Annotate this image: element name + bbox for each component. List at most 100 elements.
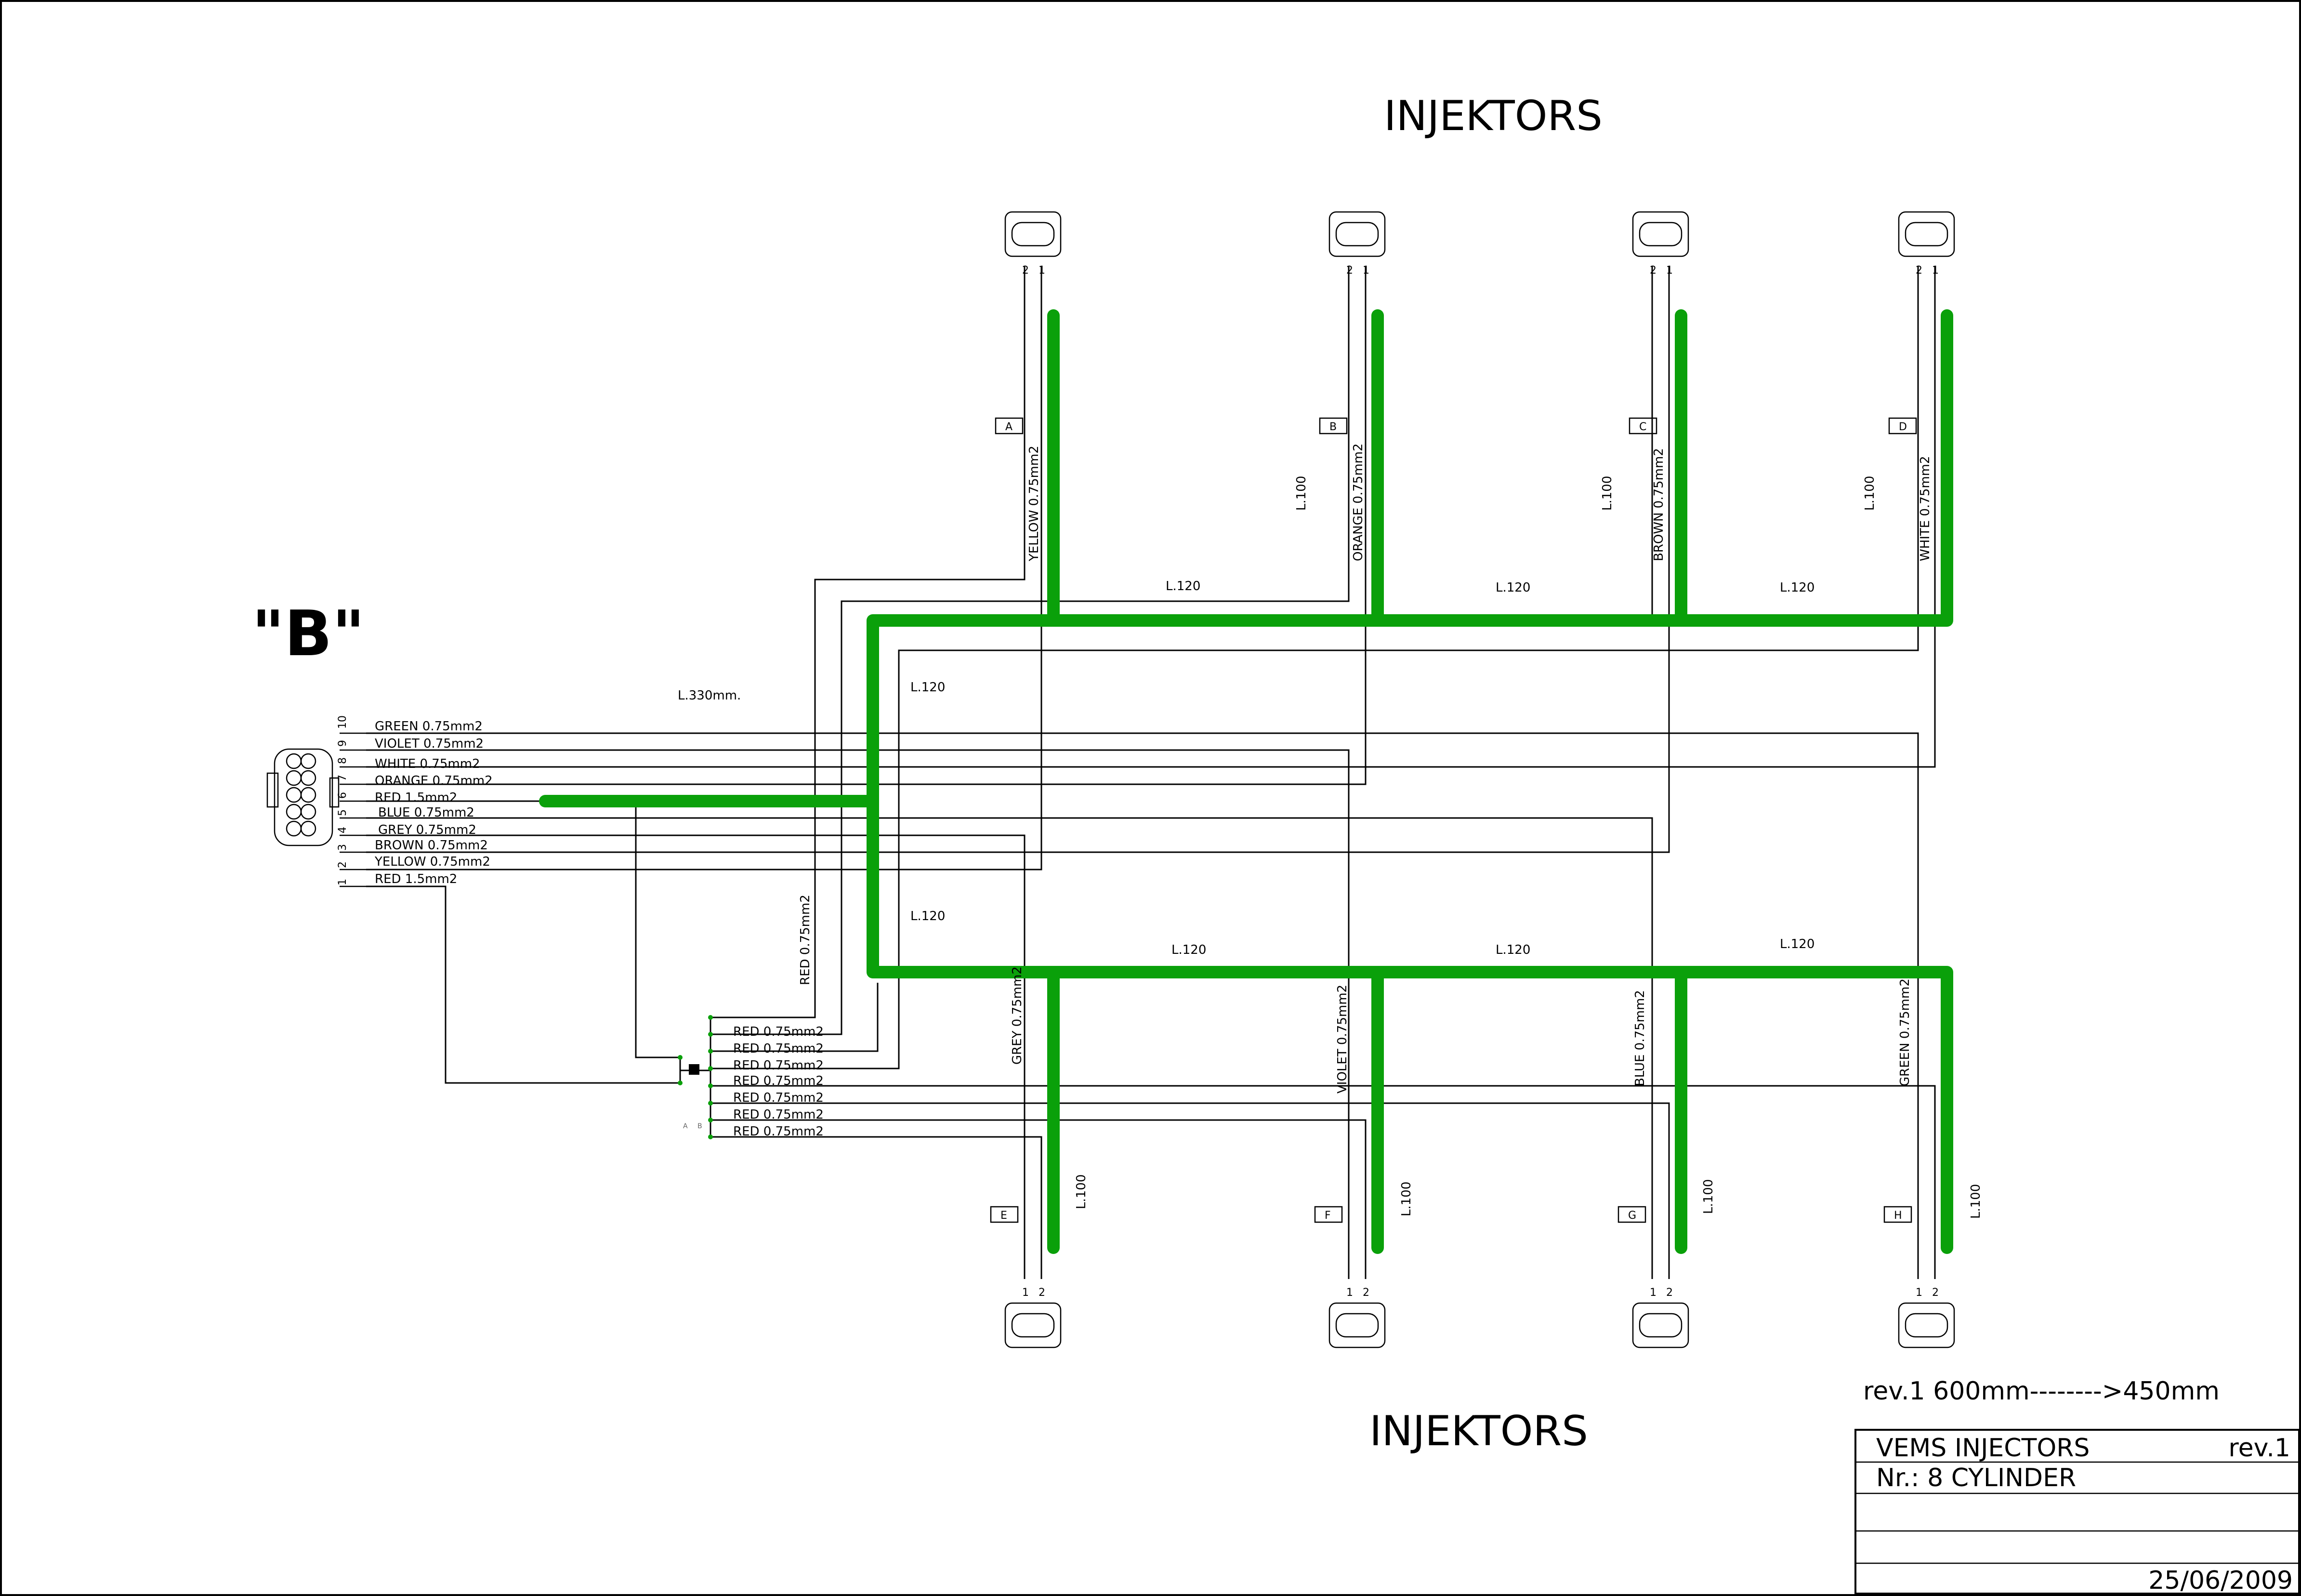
pin-number: 6 (337, 792, 349, 799)
injector-wire-label: VIOLET 0.75mm2 (1335, 985, 1350, 1094)
injector-length: L.100 (1863, 476, 1877, 511)
injector-wire-label: BLUE 0.75mm2 (1633, 990, 1647, 1086)
signal-wires (366, 266, 1936, 1279)
svg-text:1: 1 (1346, 1287, 1353, 1299)
pin-row-9: 9 VIOLET 0.75mm2 (337, 737, 484, 751)
injector-wire-label: BROWN 0.75mm2 (1652, 448, 1666, 561)
pin-number: 4 (337, 827, 349, 833)
injector-tag: D (1899, 421, 1907, 433)
splice-b-label: B (697, 1122, 702, 1130)
svg-text:L.120: L.120 (1780, 937, 1815, 951)
injector-tag: C (1639, 421, 1646, 433)
pin-number: 2 (337, 861, 349, 868)
injector-length: L.100 (1701, 1179, 1716, 1214)
injector-length: L.100 (1600, 476, 1615, 511)
pin-number: 10 (337, 715, 349, 729)
injector-h: 1 2 H GREEN 0.75mm2 L.100 (1883, 978, 1983, 1348)
svg-text:L.120: L.120 (1496, 580, 1530, 595)
svg-text:1: 1 (1039, 264, 1045, 277)
connector-title: "B" (252, 597, 365, 670)
svg-text:2: 2 (1650, 264, 1657, 277)
pin-wire-label: VIOLET 0.75mm2 (375, 737, 484, 751)
pin-wire-label: YELLOW 0.75mm2 (374, 855, 490, 869)
injector-length: L.100 (1969, 1184, 1983, 1219)
pin-number: 8 (337, 757, 349, 764)
injector-length: L.100 (1294, 476, 1309, 511)
injector-d: 2 1 D WHITE 0.75mm2 L.100 (1863, 211, 1955, 561)
svg-text:L.120: L.120 (1166, 579, 1200, 594)
pin-number: 1 (337, 879, 349, 885)
pin-row-7: 7 ORANGE 0.75mm2 (337, 774, 493, 788)
pin-number: 3 (337, 844, 349, 851)
pin-wire-label: BROWN 0.75mm2 (375, 838, 488, 853)
svg-text:1: 1 (1650, 1287, 1657, 1299)
svg-text:RED 0.75mm2: RED 0.75mm2 (733, 1058, 824, 1073)
svg-text:L.120: L.120 (1496, 943, 1530, 957)
injector-wire-label: GREY 0.75mm2 (1010, 966, 1025, 1065)
title-block-number: Nr.: 8 CYLINDER (1876, 1464, 2076, 1492)
injector-e: 1 2 E GREY 0.75mm2 L.100 (990, 966, 1089, 1348)
revision-note: rev.1 600mm-------->450mm (1863, 1377, 2220, 1406)
injector-length: L.100 (1074, 1174, 1089, 1209)
injector-tag: G (1628, 1210, 1636, 1222)
svg-text:2: 2 (1932, 1287, 1939, 1299)
injector-tag: H (1894, 1210, 1902, 1222)
pin-row-10: 10 GREEN 0.75mm2 (337, 715, 483, 734)
pin-number: 9 (337, 740, 349, 747)
svg-text:1: 1 (1916, 1287, 1922, 1299)
svg-text:L.330mm.: L.330mm. (678, 688, 741, 703)
svg-text:1: 1 (1666, 264, 1673, 277)
pin-number: 7 (337, 775, 349, 781)
injector-wire-label: WHITE 0.75mm2 (1918, 456, 1933, 561)
injector-f: 1 2 F VIOLET 0.75mm2 L.100 (1314, 985, 1414, 1348)
pin-wire-label: ORANGE 0.75mm2 (375, 774, 493, 788)
injector-tag: F (1325, 1210, 1331, 1222)
pin-number: 5 (337, 809, 349, 816)
injector-wire-label: YELLOW 0.75mm2 (1027, 446, 1041, 562)
pin-wire-label: GREEN 0.75mm2 (375, 719, 483, 734)
svg-text:L.120: L.120 (910, 680, 945, 695)
injector-tag: A (1005, 421, 1012, 433)
bottom-title: INJEKTORS (1369, 1407, 1588, 1455)
injector-tag: B (1329, 421, 1337, 433)
svg-text:1: 1 (1363, 264, 1369, 277)
injector-wire-label: ORANGE 0.75mm2 (1351, 443, 1366, 561)
injector-g: 1 2 G BLUE 0.75mm2 L.100 (1617, 990, 1716, 1348)
svg-text:2: 2 (1666, 1287, 1673, 1299)
injector-a: 2 1 A YELLOW 0.75mm2 (995, 211, 1062, 562)
svg-text:L.120: L.120 (1171, 943, 1206, 957)
svg-text:1: 1 (1022, 1287, 1029, 1299)
title-block-title: VEMS INJECTORS (1876, 1434, 2090, 1463)
svg-text:2: 2 (1916, 264, 1922, 277)
svg-text:RED 0.75mm2: RED 0.75mm2 (733, 1025, 824, 1039)
top-title: INJEKTORS (1384, 92, 1603, 140)
svg-text:2: 2 (1022, 264, 1029, 277)
injector-c: 2 1 C BROWN 0.75mm2 L.100 (1600, 211, 1689, 561)
title-block-date: 25/06/2009 (2148, 1566, 2293, 1595)
svg-text:2: 2 (1363, 1287, 1369, 1299)
svg-text:L.120: L.120 (1780, 580, 1815, 595)
harness (539, 309, 1953, 1254)
pin-wire-label: RED 1.5mm2 (375, 872, 457, 886)
injector-length: L.100 (1399, 1182, 1414, 1216)
splice-a-label: A (683, 1122, 688, 1130)
connector-b (266, 748, 340, 846)
svg-text:RED 0.75mm2: RED 0.75mm2 (733, 1108, 824, 1122)
pin-row-2: 2 YELLOW 0.75mm2 (337, 855, 490, 871)
length-labels: L.120 L.120 L.120 L.120 L.120 L.120 L.12… (678, 579, 1815, 957)
svg-text:RED 0.75mm2: RED 0.75mm2 (733, 1074, 824, 1088)
injector-tag: E (1000, 1210, 1007, 1222)
pin-row-8: 8 WHITE 0.75mm2 (337, 757, 480, 771)
pin-row-1: 1 RED 1.5mm2 (337, 872, 457, 887)
pin-wire-label: WHITE 0.75mm2 (375, 757, 480, 771)
svg-text:2: 2 (1039, 1287, 1045, 1299)
injector-wire-label: GREEN 0.75mm2 (1898, 978, 1912, 1086)
svg-text:1: 1 (1932, 264, 1939, 277)
svg-text:L.120: L.120 (910, 909, 945, 923)
title-block-rev: rev.1 (2228, 1434, 2290, 1463)
splice-block: A B (678, 1015, 713, 1139)
splice-feed-label: RED 0.75mm2 (798, 895, 813, 985)
splice-wire-labels: RED 0.75mm2 RED 0.75mm2 RED 0.75mm2 RED … (733, 895, 824, 1139)
svg-text:RED 0.75mm2: RED 0.75mm2 (733, 1124, 824, 1139)
